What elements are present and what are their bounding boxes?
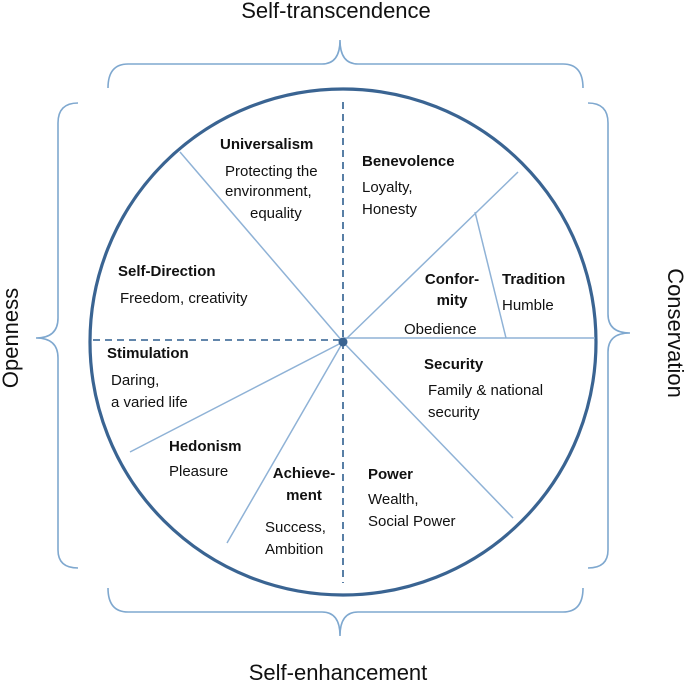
spoke-hedonism-achievement: [226, 341, 344, 544]
security-label: Security: [424, 356, 484, 373]
stimulation-example-2: a varied life: [111, 394, 188, 411]
security-example-2: security: [428, 404, 480, 421]
achievement-label-line-1: Achieve-: [273, 465, 336, 482]
achievement-example-1: Success,: [265, 519, 326, 536]
tradition-example-1: Humble: [502, 297, 554, 314]
self-direction-label: Self-Direction: [118, 263, 216, 280]
universalism-example-2: environment,: [225, 183, 312, 200]
benevolence-example-2: Honesty: [362, 201, 418, 218]
universalism-example-1: Protecting the: [225, 163, 318, 180]
achievement-example-2: Ambition: [265, 541, 323, 558]
dimension-right-label: Conservation: [663, 268, 684, 398]
hedonism-label: Hedonism: [169, 438, 242, 455]
dimension-bottom-label: Self-enhancement: [249, 660, 428, 685]
stimulation-example-1: Daring,: [111, 372, 159, 389]
power-example-2: Social Power: [368, 513, 456, 530]
right-brace: [587, 102, 631, 569]
power-example-1: Wealth,: [368, 491, 419, 508]
stimulation-label: Stimulation: [107, 345, 189, 362]
left-brace: [35, 102, 79, 569]
spoke-security-power: [342, 341, 514, 519]
dimension-left-label: Openness: [0, 288, 23, 388]
conformity-label-line-2: mity: [437, 292, 469, 309]
self-direction-example-1: Freedom, creativity: [120, 290, 248, 307]
center-point: [338, 337, 348, 347]
spoke-tradition-conformity: [474, 211, 507, 339]
security-example-1: Family & national: [428, 382, 543, 399]
universalism-example-3: equality: [250, 205, 302, 222]
values-circle: [88, 87, 598, 597]
bottom-brace: [107, 587, 584, 637]
spoke-universalism-self-direction: [179, 151, 344, 343]
universalism-label: Universalism: [220, 136, 313, 153]
top-brace: [107, 39, 584, 89]
benevolence-label: Benevolence: [362, 153, 455, 170]
achievement-label-line-2: ment: [286, 487, 322, 504]
spoke-benevolence-conformity: [342, 171, 519, 343]
spoke-stimulation-hedonism: [129, 341, 344, 453]
tradition-label: Tradition: [502, 271, 565, 288]
power-label: Power: [368, 466, 413, 483]
conformity-example-1: Obedience: [404, 321, 477, 338]
conformity-label-line-1: Confor-: [425, 271, 479, 288]
dimension-top-label: Self-transcendence: [241, 0, 431, 23]
benevolence-example-1: Loyalty,: [362, 179, 413, 196]
hedonism-example-1: Pleasure: [169, 463, 228, 480]
